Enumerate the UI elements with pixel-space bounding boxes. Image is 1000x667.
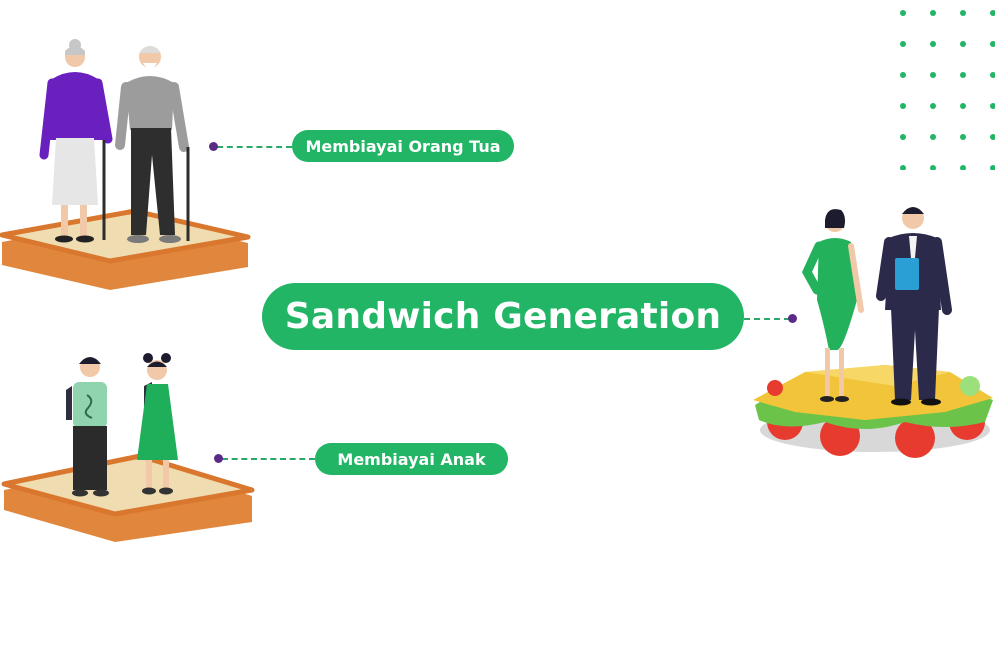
grid-dot — [990, 10, 995, 16]
grid-dot — [990, 72, 995, 78]
grid-dot — [930, 72, 936, 78]
grid-dot — [900, 103, 906, 109]
parents-node-label: Membiayai Orang Tua — [292, 130, 514, 162]
grid-dot — [960, 41, 966, 47]
grid-dot — [960, 134, 966, 140]
grid-dot — [990, 41, 995, 47]
grid-dot — [930, 134, 936, 140]
grid-dot — [930, 103, 936, 109]
grid-dot — [900, 41, 906, 47]
dot-grid-icon — [900, 10, 995, 170]
adults-connector-dot — [788, 314, 797, 323]
children-connector-line — [222, 458, 315, 460]
grid-dot — [930, 41, 936, 47]
grid-dot — [900, 134, 906, 140]
children-on-bread-icon — [1, 353, 255, 542]
children-connector-dot — [214, 454, 223, 463]
parents-connector-line — [217, 146, 292, 148]
parents-connector-dot — [209, 142, 218, 151]
grid-dot — [900, 10, 906, 16]
grid-dot — [900, 72, 906, 78]
grid-dot — [960, 72, 966, 78]
grid-dot — [990, 134, 995, 140]
adult-couple-on-sandwich-icon — [753, 207, 993, 458]
grid-dot — [960, 165, 966, 170]
elderly-couple-on-bread-icon — [0, 39, 251, 290]
children-node-label: Membiayai Anak — [315, 443, 508, 475]
grid-dot — [960, 10, 966, 16]
grid-dot — [930, 165, 936, 170]
diagram-title: Sandwich Generation — [262, 283, 744, 350]
grid-dot — [990, 165, 995, 170]
grid-dot — [900, 165, 906, 170]
grid-dot — [960, 103, 966, 109]
grid-dot — [990, 103, 995, 109]
adults-connector-line — [744, 318, 790, 320]
grid-dot — [930, 10, 936, 16]
